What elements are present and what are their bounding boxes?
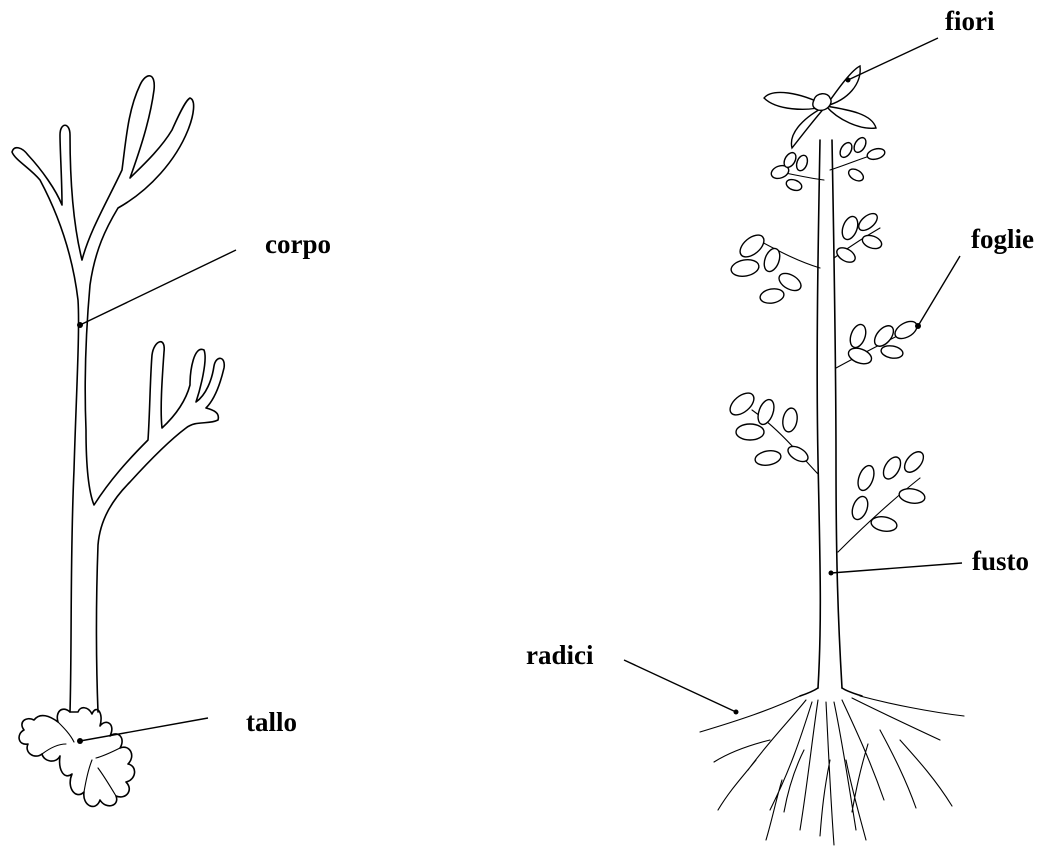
pointer-tallo — [80, 718, 208, 741]
label-foglie: foglie — [971, 224, 1034, 254]
label-corpo: corpo — [265, 229, 331, 259]
pointer-radici-dot — [734, 710, 739, 715]
alga-thallus-detail — [42, 722, 120, 796]
pointer-tallo-dot — [77, 738, 83, 744]
pointer-corpo — [80, 250, 236, 325]
pointer-radici — [624, 660, 736, 712]
label-radici: radici — [526, 640, 594, 670]
alga-drawing: corpo tallo — [12, 76, 331, 807]
plant-stem-outline — [817, 140, 842, 688]
leaves — [726, 136, 927, 552]
pointer-fiori-dot — [846, 78, 851, 83]
pointer-fusto-dot — [829, 571, 834, 576]
pointer-foglie — [918, 256, 960, 326]
alga-body-outline — [12, 76, 224, 712]
pointer-fusto — [831, 563, 962, 573]
roots — [700, 696, 964, 845]
label-fiori: fiori — [945, 6, 995, 36]
label-fusto: fusto — [972, 546, 1029, 576]
label-tallo: tallo — [246, 707, 297, 737]
pointer-foglie-dot — [915, 323, 921, 329]
plant-root-crown — [800, 688, 862, 696]
pointer-corpo-dot — [77, 322, 83, 328]
pointer-fiori — [848, 38, 938, 80]
plant-drawing: fiori foglie fusto radici — [526, 6, 1034, 845]
flower — [764, 66, 876, 148]
alga-thallus-outline — [19, 708, 135, 807]
